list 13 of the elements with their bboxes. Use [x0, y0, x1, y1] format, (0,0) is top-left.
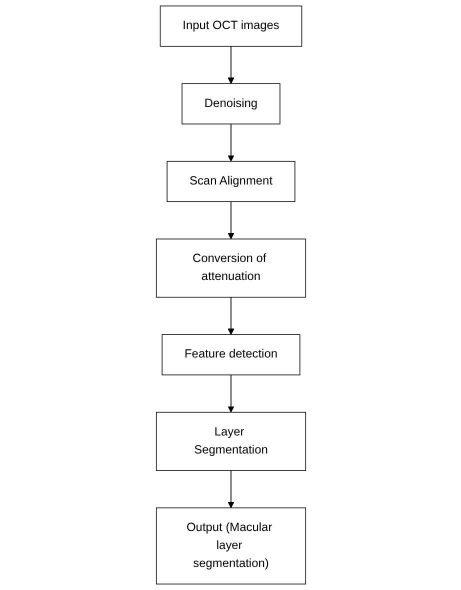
node-box: Layer Segmentation: [155, 412, 306, 471]
node-box: Output (Macular layer segmentation): [155, 507, 306, 584]
arrow: [227, 374, 234, 413]
node-box: Denoising: [181, 83, 280, 124]
arrow: [227, 470, 234, 508]
arrow: [227, 124, 234, 162]
arrow: [227, 201, 234, 240]
node-box: Input OCT images: [159, 6, 302, 47]
node-box: Scan Alignment: [166, 160, 295, 202]
node-box: Conversion of attenuation: [155, 238, 306, 298]
arrow: [227, 296, 234, 335]
node-box: Feature detection: [161, 334, 300, 376]
arrow: [227, 46, 234, 84]
